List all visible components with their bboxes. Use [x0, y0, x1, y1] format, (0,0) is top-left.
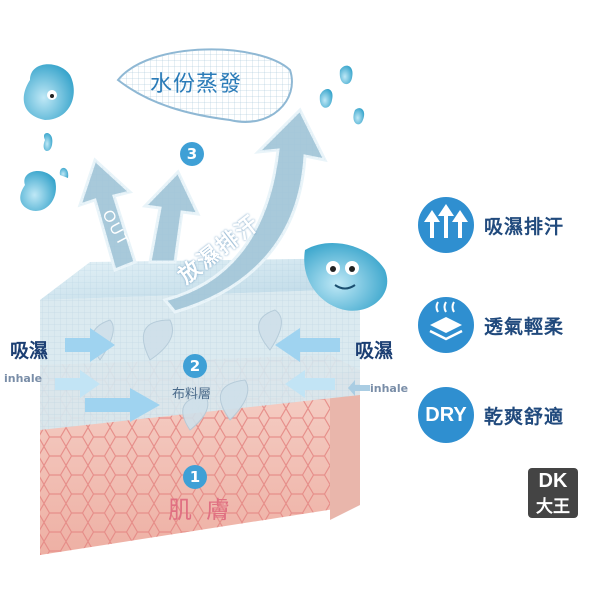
evaporation-label: 水份蒸發 [150, 72, 243, 97]
logo-top-text: DK [538, 470, 568, 492]
water-drop-characters [20, 64, 388, 311]
evaporation-cloud [116, 48, 293, 123]
fabric-layer-label: 布料層 [172, 387, 212, 402]
logo-bottom-text: 大王 [536, 497, 570, 517]
feature-breathable: 透氣輕柔 [418, 297, 598, 357]
feature-wicking: 吸濕排汗 [418, 197, 598, 257]
brand-logo: DK 大王 [528, 468, 578, 518]
feature-dry: DRY 乾爽舒適 [418, 387, 598, 447]
arrows-up-icon [418, 197, 474, 253]
feature-label: 吸濕排汗 [484, 216, 565, 238]
step-2-badge: 2 [183, 354, 207, 378]
inhale-label-left: inhale [4, 372, 43, 385]
skin-label: 肌膚 [168, 496, 244, 524]
steam-layers-icon [418, 297, 474, 353]
step-3-badge: 3 [180, 142, 204, 166]
inhale-label-right: inhale [370, 382, 409, 395]
dry-badge-icon: DRY [425, 404, 467, 426]
feature-label: 乾爽舒適 [484, 406, 565, 428]
absorb-label-left: 吸濕 [10, 340, 49, 362]
step-1-badge: 1 [183, 465, 207, 489]
feature-label: 透氣輕柔 [484, 316, 565, 338]
feature-icon-graphics [418, 197, 474, 443]
absorb-label-right: 吸濕 [355, 340, 394, 362]
inhale-arrows [55, 328, 370, 422]
